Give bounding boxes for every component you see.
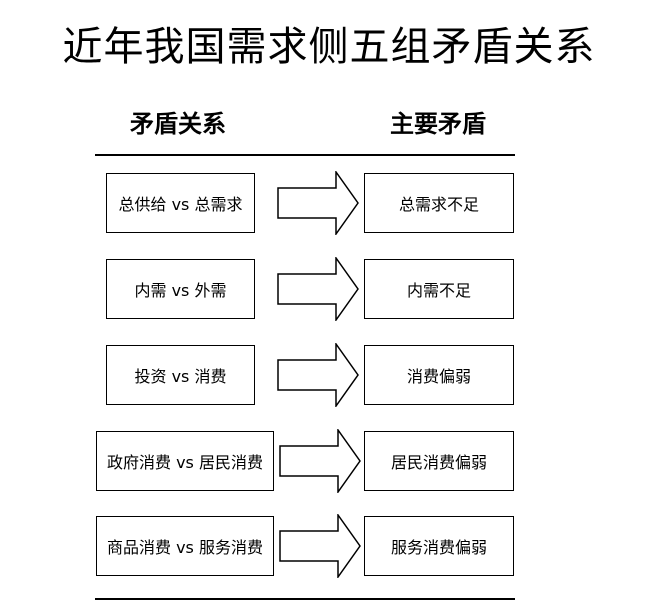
left-box-5: 商品消费 vs 服务消费 (96, 516, 274, 576)
top-divider (95, 154, 515, 156)
left-box-3: 投资 vs 消费 (106, 345, 255, 405)
left-box-2: 内需 vs 外需 (106, 259, 255, 319)
left-box-4: 政府消费 vs 居民消费 (96, 431, 274, 491)
right-box-4: 居民消费偏弱 (364, 431, 514, 491)
left-box-1: 总供给 vs 总需求 (106, 173, 255, 233)
right-box-1: 总需求不足 (364, 173, 514, 233)
header-main-contradiction: 主要矛盾 (390, 110, 486, 138)
arrow-right-icon (277, 171, 359, 235)
arrow-right-icon (279, 514, 361, 578)
diagram-title: 近年我国需求侧五组矛盾关系 (62, 24, 596, 70)
right-box-2: 内需不足 (364, 259, 514, 319)
header-contradiction: 矛盾关系 (130, 110, 226, 138)
arrow-right-icon (279, 429, 361, 493)
right-box-3: 消费偏弱 (364, 345, 514, 405)
arrow-right-icon (277, 343, 359, 407)
bottom-divider (95, 598, 515, 600)
arrow-right-icon (277, 257, 359, 321)
right-box-5: 服务消费偏弱 (364, 516, 514, 576)
